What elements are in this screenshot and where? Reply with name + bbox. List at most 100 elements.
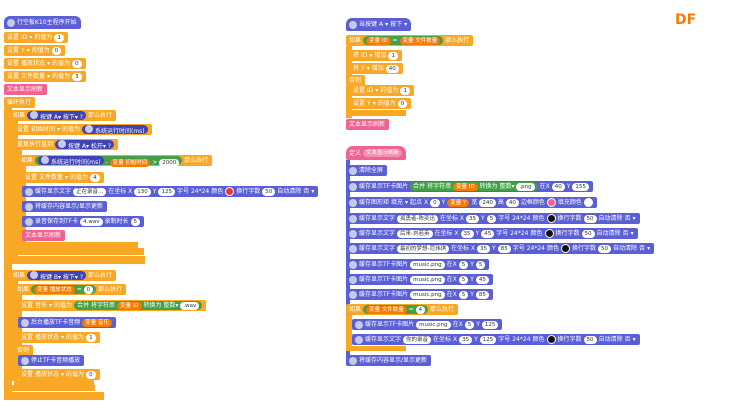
wrap-input[interactable]: 50 [598, 244, 612, 253]
size-dropdown[interactable]: 24*24 [512, 336, 531, 343]
x-input[interactable]: 35 [459, 335, 473, 344]
y-input[interactable]: 85 [497, 244, 511, 253]
call-text-refresh-block[interactable]: 文本显示刷新 [22, 230, 66, 241]
y-input[interactable]: 155 [572, 182, 589, 191]
file-input[interactable]: music.png [410, 290, 445, 299]
x-input[interactable]: 40 [551, 182, 565, 191]
x-input[interactable]: 35 [466, 214, 480, 223]
value-input[interactable]: 1 [86, 333, 96, 342]
y-input[interactable]: 5 [486, 214, 497, 223]
color-swatch[interactable] [225, 187, 235, 196]
var-reporter[interactable]: 变量 ID [116, 302, 142, 310]
auto-clear-dropdown[interactable]: 否 [624, 215, 631, 222]
bg-play-tf-block[interactable]: 后台播放TF卡音频变量 音乐 [18, 317, 116, 328]
color-swatch[interactable] [583, 198, 593, 207]
key-dropdown[interactable]: 按键 A [39, 114, 58, 121]
color-swatch[interactable] [561, 244, 571, 253]
ext-input[interactable]: .wav [180, 302, 200, 310]
stop-tf-audio-block[interactable]: 停止TF卡音频播放 [18, 355, 85, 366]
var-dropdown[interactable]: 播放状态 [35, 334, 60, 341]
var-reporter[interactable]: 变量 音乐 [82, 318, 112, 327]
x-input[interactable]: 5 [458, 260, 469, 269]
value-input[interactable]: 1 [400, 86, 410, 95]
y-input[interactable]: 125 [479, 335, 497, 344]
clear-screen-block[interactable]: 清除全屏 [346, 165, 388, 176]
text-input[interactable]: 孤勇者-陈奕迅 [397, 214, 439, 223]
size-dropdown[interactable]: 24*24 [512, 215, 531, 222]
y-input[interactable]: 85 [475, 290, 489, 299]
set-music-block[interactable]: 设置音乐▾的值为合并 将字符串 变量 ID 转换为 整数▾ .wav [18, 300, 207, 311]
var-dropdown[interactable]: ID [361, 52, 368, 59]
color-swatch[interactable] [546, 335, 556, 344]
value-input[interactable]: 3 [72, 72, 82, 81]
value-input[interactable]: 1 [54, 33, 64, 42]
var-reporter[interactable]: 变量 文件数量 [399, 37, 441, 45]
y-input[interactable]: 125 [481, 320, 499, 329]
x-input[interactable]: 5 [458, 275, 469, 284]
var-reporter[interactable]: 变量 Y [447, 198, 470, 207]
k10-main-start-hat[interactable]: 行空板K10主程序开始 [4, 16, 81, 29]
wrap-input[interactable]: 50 [581, 229, 595, 238]
y-input[interactable]: 5 [475, 260, 486, 269]
text-input[interactable]: 最初的梦想-范玮琪 [397, 244, 450, 253]
file-input[interactable]: 4.wav [80, 217, 103, 226]
var-reporter[interactable]: 变量 ID [453, 183, 478, 191]
value-input[interactable]: 2000 [159, 159, 180, 167]
size-dropdown[interactable]: 24*24 [510, 230, 529, 237]
show-cache-block[interactable]: 将缓存内容显示/显示更新 [346, 355, 432, 366]
value-input[interactable]: 0 [83, 286, 94, 294]
y-input[interactable]: 45 [481, 229, 495, 238]
wrap-input[interactable]: 50 [583, 335, 597, 344]
type-dropdown[interactable]: 整数 [499, 183, 512, 190]
key-dropdown[interactable]: 按键 A [67, 143, 86, 150]
call-text-refresh-block[interactable]: 文本显示刷新 [4, 84, 48, 95]
auto-clear-dropdown[interactable]: 否 [622, 230, 629, 237]
state-dropdown[interactable]: 按下 [62, 114, 75, 121]
value-input[interactable]: 0 [397, 99, 408, 108]
if-id-eq-block[interactable]: 如果变量 ID = 变量 文件数量那么执行 [346, 35, 474, 46]
var-dropdown[interactable]: Y [21, 47, 25, 54]
value-input[interactable]: 0 [72, 59, 82, 68]
key-dropdown[interactable]: A [379, 21, 384, 28]
var-reporter[interactable]: 变量 初始时间 [109, 159, 151, 167]
auto-clear-dropdown[interactable]: 否 [624, 336, 631, 343]
wrap-input[interactable]: 50 [583, 214, 597, 223]
y-input[interactable]: 125 [158, 187, 175, 196]
var-dropdown[interactable]: Y [361, 65, 365, 72]
auto-clear-dropdown[interactable]: 否 [639, 245, 646, 252]
key-dropdown[interactable]: 按键 B [39, 274, 58, 281]
file-input[interactable]: music.png [410, 275, 445, 284]
wrap-input[interactable]: 50 [262, 187, 276, 196]
var-dropdown[interactable]: 文件数量 [39, 174, 64, 181]
x-input[interactable]: 0 [430, 198, 440, 207]
x-input[interactable]: 5 [464, 320, 475, 329]
text-input[interactable]: 你的录音 [403, 335, 432, 344]
value-input[interactable]: 0 [51, 46, 62, 55]
value-input[interactable]: 4 [415, 306, 426, 314]
var-dropdown[interactable]: 播放状态 [35, 371, 60, 378]
value-input[interactable]: 1 [388, 51, 398, 60]
set-init-time-block[interactable]: 设置初始时间▾的值为 系统运行时间(ms) [14, 124, 152, 135]
call-text-refresh-block[interactable]: 文本显示刷新 [346, 119, 390, 130]
if-key-a-block[interactable]: 如果 按键 A▾ 按下▾ ?那么执行 [10, 110, 117, 121]
var-dropdown[interactable]: 初始时间 [31, 126, 56, 133]
value-input[interactable]: 40 [385, 64, 399, 73]
